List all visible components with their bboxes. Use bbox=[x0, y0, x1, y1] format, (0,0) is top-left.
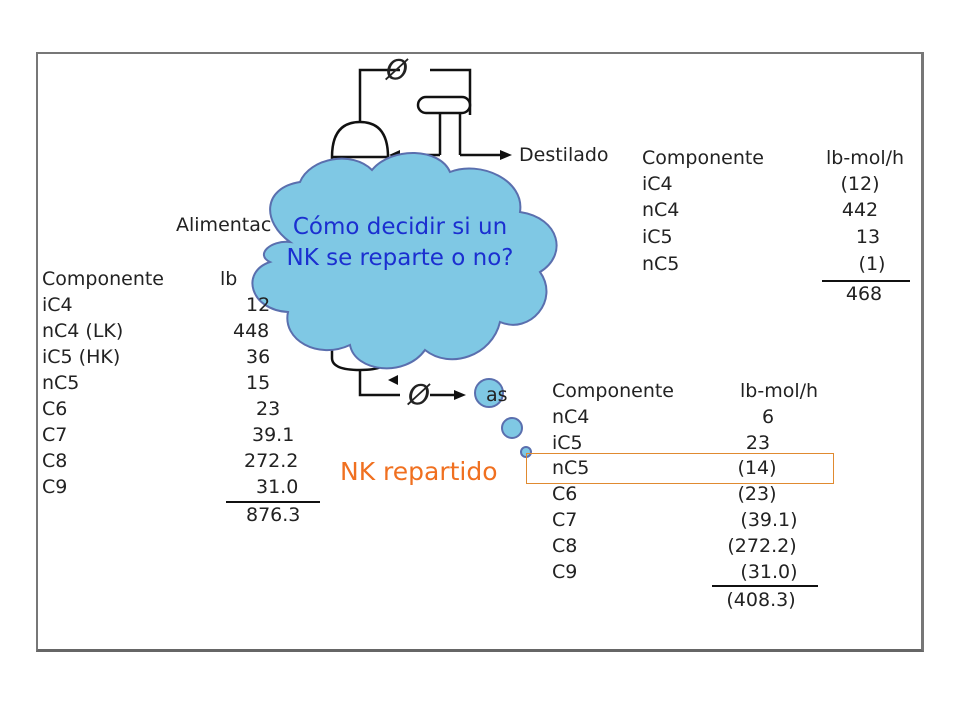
distillate-total-rule bbox=[822, 280, 910, 282]
feed-comp-5: C6 bbox=[42, 398, 68, 420]
bottoms-arrow bbox=[454, 390, 466, 400]
bottoms-comp-1: nC4 bbox=[552, 406, 590, 428]
distillate-label: Destilado bbox=[519, 144, 609, 166]
bottoms-val-7: (31.0) bbox=[740, 561, 798, 583]
thought-bubble-medium bbox=[501, 417, 523, 439]
distillate-val-4: (1) bbox=[858, 253, 886, 275]
distillate-total: 468 bbox=[845, 283, 883, 305]
distillate-comp-4: nC5 bbox=[642, 253, 680, 275]
feed-val-7: 272.2 bbox=[244, 450, 299, 472]
distillate-comp-1: iC4 bbox=[642, 173, 673, 195]
feed-val-5: 23 bbox=[256, 398, 281, 420]
nc5-highlight-box bbox=[526, 453, 834, 484]
feed-val-6: 39.1 bbox=[252, 424, 295, 446]
bottoms-comp-2: iC5 bbox=[552, 432, 583, 454]
bottoms-comp-5: C7 bbox=[552, 509, 578, 531]
feed-col-flow: lb bbox=[220, 268, 238, 290]
reflux-drum bbox=[416, 95, 472, 115]
bottoms-col-component: Componente bbox=[552, 380, 674, 402]
bottoms-col-flow: lb-mol/h bbox=[740, 380, 819, 402]
distillate-val-1: (12) bbox=[840, 173, 880, 195]
bottoms-comp-3: nC5 bbox=[552, 457, 590, 479]
feed-col-component: Componente bbox=[42, 268, 164, 290]
feed-comp-3: iC5 (HK) bbox=[42, 346, 121, 368]
bottoms-line bbox=[358, 370, 400, 397]
distillate-arrow bbox=[500, 150, 512, 160]
bottoms-comp-7: C9 bbox=[552, 561, 578, 583]
distillate-col-flow: lb-mol/h bbox=[826, 147, 905, 169]
bottoms-label: as bbox=[486, 384, 508, 406]
feed-comp-7: C8 bbox=[42, 450, 68, 472]
distillate-val-2: 442 bbox=[841, 199, 879, 221]
feed-comp-6: C7 bbox=[42, 424, 68, 446]
feed-comp-2: nC4 (LK) bbox=[42, 320, 124, 342]
feed-label: Alimentac bbox=[176, 214, 272, 236]
bottoms-val-2: 23 bbox=[745, 432, 771, 454]
top-valve-symbol: Ø bbox=[386, 53, 409, 86]
bottoms-val-6: (272.2) bbox=[727, 535, 797, 557]
distillate-comp-2: nC4 bbox=[642, 199, 680, 221]
nk-repartido-annotation: NK repartido bbox=[340, 457, 498, 486]
cloud-callout-text: Cómo decidir si un NK se reparte o no? bbox=[286, 214, 514, 271]
slide-frame bbox=[36, 52, 924, 652]
distillate-comp-3: iC5 bbox=[642, 226, 673, 248]
distillate-col-component: Componente bbox=[642, 147, 764, 169]
feed-comp-8: C9 bbox=[42, 476, 68, 498]
feed-total: 876.3 bbox=[246, 504, 301, 526]
feed-val-8: 31.0 bbox=[256, 476, 299, 498]
bottoms-val-1: 6 bbox=[761, 406, 775, 428]
bottom-valve-symbol: Ø bbox=[408, 378, 431, 411]
feed-val-2: 448 bbox=[233, 320, 270, 342]
vapor-line bbox=[358, 68, 400, 122]
bottoms-total-rule bbox=[712, 585, 818, 587]
feed-total-rule bbox=[226, 501, 320, 503]
bottoms-comp-4: C6 bbox=[552, 483, 578, 505]
bottoms-comp-6: C8 bbox=[552, 535, 578, 557]
distillate-val-3: 13 bbox=[855, 226, 881, 248]
bottoms-val-5: (39.1) bbox=[740, 509, 798, 531]
thought-cloud bbox=[251, 152, 558, 458]
feed-comp-4: nC5 bbox=[42, 372, 80, 394]
feed-comp-1: iC4 bbox=[42, 294, 73, 316]
bottoms-total: (408.3) bbox=[726, 589, 796, 611]
thought-bubble-large bbox=[474, 378, 504, 408]
bottoms-val-3: (14) bbox=[737, 457, 777, 479]
bottoms-val-4: (23) bbox=[737, 483, 777, 505]
feed-val-1: 12 bbox=[246, 294, 271, 316]
feed-val-4: 15 bbox=[246, 372, 271, 394]
feed-val-3: 36 bbox=[246, 346, 271, 368]
